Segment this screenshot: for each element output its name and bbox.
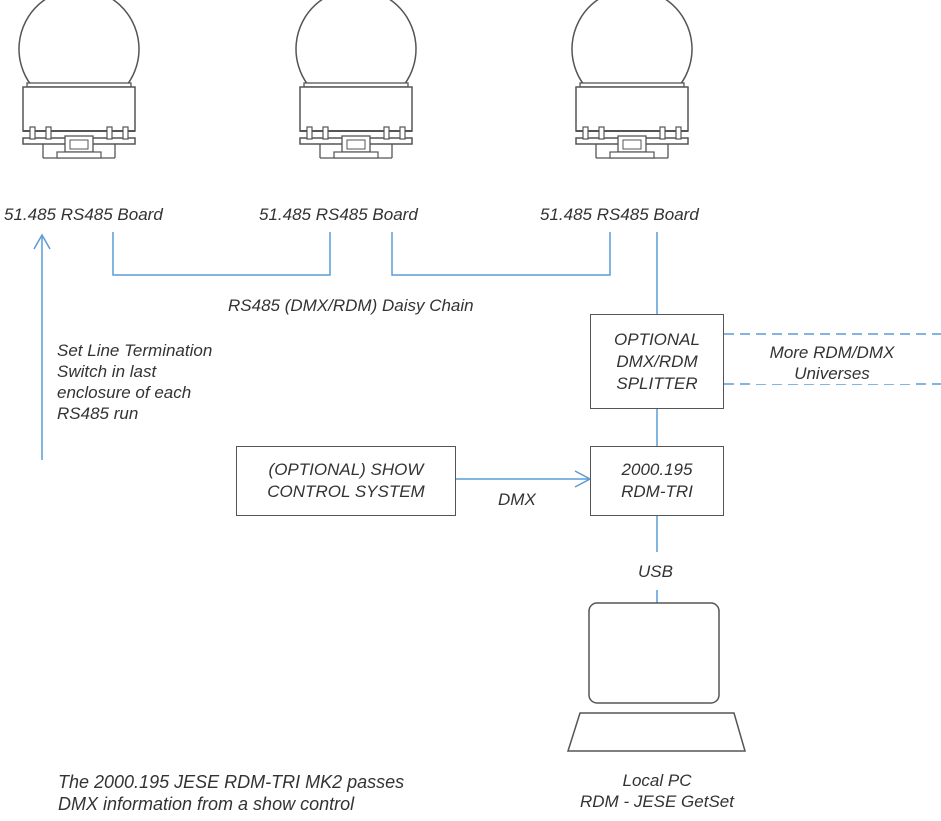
termination-note-line: Switch in last	[57, 362, 157, 381]
splitter-line: DMX/RDM	[616, 351, 698, 371]
rdm-tri-line: 2000.195	[621, 460, 693, 479]
pc-label-line: RDM - JESE GetSet	[580, 792, 734, 811]
board-label-2: 51.485 RS485 Board	[259, 205, 418, 224]
board-label-1: 51.485 RS485 Board	[4, 205, 163, 224]
daisy-chain-label: RS485 (DMX/RDM) Daisy Chain	[228, 296, 474, 315]
more-universes-line: More RDM/DMX	[769, 343, 895, 362]
rdm-tri-line: RDM-TRI	[621, 482, 693, 501]
termination-note-line: enclosure of each	[57, 383, 192, 402]
more-universes-label: More RDM/DMX Universes	[752, 342, 912, 384]
local-pc-icon	[566, 602, 746, 752]
show-control-line: (OPTIONAL) SHOW	[268, 460, 424, 479]
daisy-chain-connector-2	[391, 232, 611, 276]
more-universes-line: Universes	[794, 364, 870, 383]
pc-label-line: Local PC	[622, 771, 692, 790]
dmx-label: DMX	[498, 490, 536, 509]
termination-note-line: RS485 run	[57, 404, 139, 423]
daisy-chain-connector-1	[112, 232, 331, 276]
board-label-3: 51.485 RS485 Board	[540, 205, 699, 224]
rdm-tri-box: 2000.195 RDM-TRI	[590, 446, 724, 516]
splitter-line: SPLITTER	[616, 373, 698, 393]
enclosure-3-icon	[571, 0, 693, 159]
termination-note: Set Line Termination Switch in last encl…	[57, 340, 212, 424]
termination-note-line: Set Line Termination	[57, 341, 213, 360]
show-control-box: (OPTIONAL) SHOW CONTROL SYSTEM	[236, 446, 456, 516]
footnote-line: The 2000.195 JESE RDM-TRI MK2 passes	[58, 772, 405, 792]
termination-arrow	[33, 233, 51, 460]
splitter-box: OPTIONAL DMX/RDM SPLITTER	[590, 314, 724, 409]
enclosure-2-icon	[295, 0, 417, 159]
dmx-arrow	[456, 470, 592, 488]
footnote: The 2000.195 JESE RDM-TRI MK2 passes DMX…	[58, 771, 404, 815]
footnote-line: DMX information from a show control	[58, 794, 355, 814]
splitter-line: OPTIONAL	[614, 329, 700, 349]
show-control-line: CONTROL SYSTEM	[267, 482, 425, 501]
pc-label: Local PC RDM - JESE GetSet	[557, 770, 757, 812]
enclosure-1-icon	[18, 0, 141, 159]
usb-label: USB	[638, 562, 673, 581]
